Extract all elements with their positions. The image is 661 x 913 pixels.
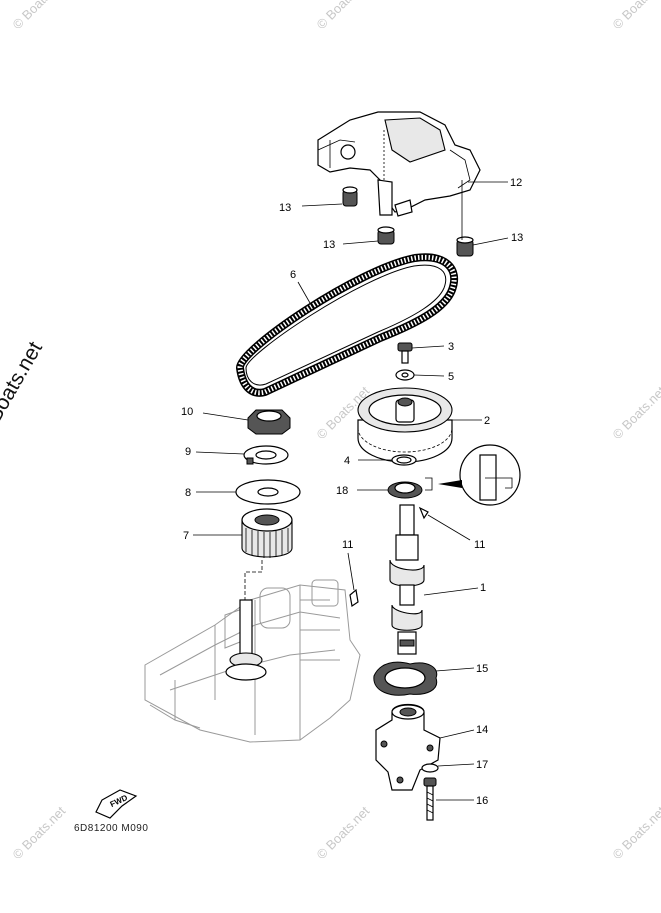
leader-13b	[342, 240, 379, 245]
callout-11b: 11	[474, 539, 485, 551]
watermark-bottom-right: © Boats.net	[610, 803, 661, 862]
callout-11a: 11	[342, 539, 353, 551]
grommet-part-13-center	[377, 226, 395, 245]
washer-part-5	[395, 369, 415, 381]
camshaft-part-1	[389, 504, 429, 655]
leader-11b	[427, 514, 471, 541]
callout-2: 2	[484, 415, 490, 427]
leader-6	[297, 281, 315, 311]
callout-5: 5	[448, 371, 454, 383]
watermark-top-mid: © Boats.net	[314, 0, 373, 32]
callout-labels: 12 13 13 13 6 3 5 10 2 9 4 8 18 7 11 11 …	[181, 177, 523, 807]
oil-pump-part-14	[375, 703, 441, 791]
leader-15	[435, 667, 475, 672]
callout-10: 10	[181, 406, 193, 418]
leader-10	[202, 412, 249, 421]
callout-13b: 13	[323, 239, 335, 251]
leader-13c	[472, 237, 509, 246]
leader-1	[423, 587, 479, 596]
oil-seal-part-18	[387, 481, 423, 499]
callout-12: 12	[510, 177, 522, 189]
callout-16: 16	[476, 795, 488, 807]
fwd-arrow: FWD	[95, 789, 138, 819]
watermark-top-left: © Boats.net	[10, 0, 69, 32]
callout-13c: 13	[511, 232, 523, 244]
leader-5	[413, 374, 445, 377]
callout-17: 17	[476, 759, 488, 771]
timing-belt-part-6	[236, 253, 459, 397]
washer-part-17	[421, 763, 439, 773]
callout-4: 4	[344, 455, 350, 467]
callout-3: 3	[448, 341, 454, 353]
key-part-11-left	[349, 588, 359, 608]
grommet-part-13-right	[456, 236, 474, 257]
drawing-code: 6D81200 M090	[74, 823, 149, 834]
callout-18: 18	[336, 485, 348, 497]
leader-3	[411, 345, 445, 349]
detail-inset-circle	[425, 444, 521, 506]
watermark-bottom-mid: © Boats.net	[314, 803, 373, 862]
callout-1: 1	[480, 582, 486, 594]
callout-13a: 13	[279, 202, 291, 214]
leader-9	[195, 451, 245, 455]
callout-14: 14	[476, 724, 488, 736]
leader-lines	[193, 180, 509, 801]
leader-13a	[301, 203, 343, 207]
plate-part-8	[235, 479, 301, 505]
leader-14	[439, 729, 475, 739]
lock-washer-part-9	[243, 445, 289, 465]
bolt-part-16	[423, 777, 437, 821]
cam-pulley-part-2	[357, 387, 453, 463]
nut-part-10	[247, 409, 291, 435]
drive-sprocket-part-7	[241, 508, 293, 558]
watermark-mid-right: © Boats.net	[610, 383, 661, 442]
gasket-part-15	[373, 661, 438, 696]
power-head-block-outline	[144, 579, 361, 743]
callout-8: 8	[185, 487, 191, 499]
belt-cover-part-12	[317, 111, 481, 217]
bolt-part-3	[397, 342, 413, 364]
callout-9: 9	[185, 446, 191, 458]
callout-6: 6	[290, 269, 296, 281]
o-ring-part-4	[391, 454, 417, 466]
leader-17	[437, 763, 475, 767]
leader-11a	[347, 552, 355, 591]
watermark-top-right: © Boats.net	[610, 0, 661, 32]
watermark-bottom-left: © Boats.net	[10, 803, 69, 862]
callout-15: 15	[476, 663, 488, 675]
callout-7: 7	[183, 530, 189, 542]
crankshaft-stub	[225, 599, 267, 681]
grommet-part-13-left	[342, 186, 358, 207]
